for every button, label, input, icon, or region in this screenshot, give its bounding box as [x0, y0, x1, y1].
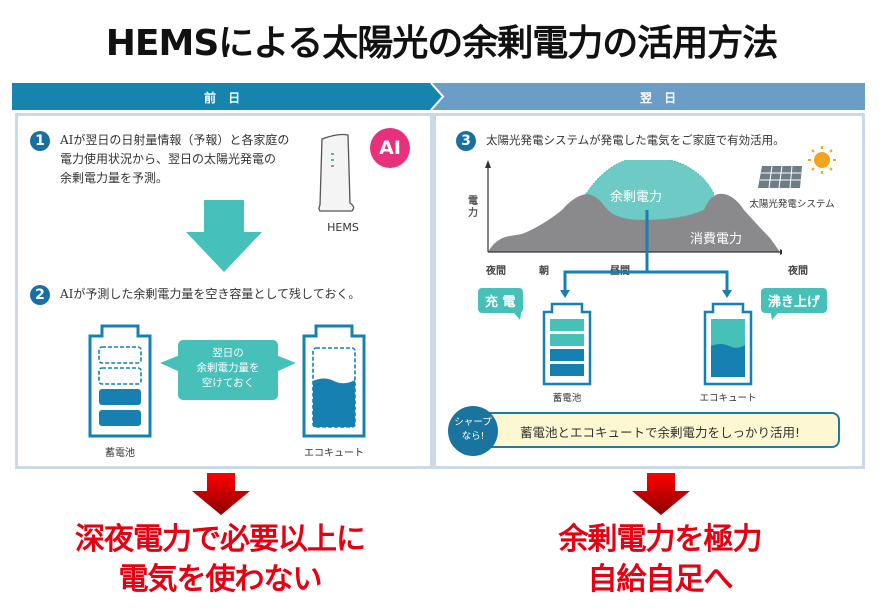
x-label-night: 夜間 — [486, 266, 506, 277]
hems-device-icon — [318, 133, 355, 212]
step-1-text: AIが翌日の日射量情報（予報）と各家庭の 電力使用状況から、翌日の太陽光発電の … — [60, 133, 290, 185]
step-number-badge: 1 — [30, 131, 50, 151]
solar-system-label: 太陽光発電システム — [749, 199, 835, 210]
red-down-arrow-icon — [632, 473, 690, 515]
ecocute-label: エコキュート — [304, 448, 364, 459]
distribution-arrows — [560, 210, 732, 298]
left-conclusion: 深夜電力で必要以上に 電気を使わない — [75, 522, 366, 597]
callout-tail — [770, 308, 782, 320]
y-axis-label: 電力 — [468, 196, 478, 219]
step-3-text: 太陽光発電システムが発電した電気をご家庭で有効活用。 — [486, 133, 785, 147]
step-number-badge: 2 — [30, 285, 50, 305]
x-label-morning: 朝 — [539, 266, 549, 277]
x-label-night-end: 夜間 — [788, 266, 808, 277]
timeline-banner: 前 日 翌 日 — [12, 83, 865, 110]
sharp-message-text: 蓄電池とエコキュートで余剰電力をしっかり活用! — [520, 425, 801, 440]
ai-badge: AI — [370, 128, 410, 168]
surplus-area — [585, 160, 715, 221]
sharp-badge: シャープ なら! — [448, 406, 498, 456]
power-curve-diagram — [485, 160, 782, 255]
down-arrow-icon — [186, 200, 262, 272]
battery-reserved-icon — [88, 324, 152, 438]
sharp-message-bar: 蓄電池とエコキュートで余剰電力をしっかり活用! — [460, 412, 840, 448]
step-1: 1 AIが翌日の日射量情報（予報）と各家庭の 電力使用状況から、翌日の太陽光発電… — [30, 131, 289, 188]
speech-bubble-shape — [160, 340, 296, 400]
page-title: HEMSによる太陽光の余剰電力の活用方法 — [105, 23, 778, 64]
banner-label-next-day: 翌 日 — [640, 91, 681, 105]
callout-tail — [510, 308, 522, 320]
ecocute-tank-icon — [302, 324, 366, 438]
solar-system-icon — [758, 146, 836, 189]
step-2: 2 AIが予測した余剰電力量を空き容量として残しておく。 — [30, 285, 360, 305]
step-2-text: AIが予測した余剰電力量を空き容量として残しておく。 — [60, 287, 361, 301]
right-conclusion: 余剰電力を極力 自給自足へ — [558, 522, 763, 597]
hems-label: HEMS — [327, 221, 359, 234]
consumption-area-morning — [488, 194, 606, 252]
red-down-arrow-icon — [192, 473, 250, 515]
banner-shape — [12, 83, 865, 110]
surplus-power-label: 余剰電力 — [610, 190, 663, 205]
battery-charged-icon — [542, 302, 592, 386]
ecocute-label: エコキュート — [699, 393, 757, 404]
battery-label: 蓄電池 — [105, 448, 135, 459]
ecocute-full-icon — [703, 302, 753, 386]
consumption-power-label: 消費電力 — [690, 232, 743, 247]
reserve-capacity-bubble: 翌日の 余剰電力量を 空けておく — [196, 347, 260, 389]
sun-icon — [808, 146, 836, 174]
step-3: 3 太陽光発電システムが発電した電気をご家庭で有効活用。 — [456, 131, 785, 151]
banner-label-previous-day: 前 日 — [204, 91, 245, 105]
battery-label: 蓄電池 — [552, 393, 582, 404]
consumption-area — [488, 193, 780, 252]
step-number-badge: 3 — [456, 131, 476, 151]
